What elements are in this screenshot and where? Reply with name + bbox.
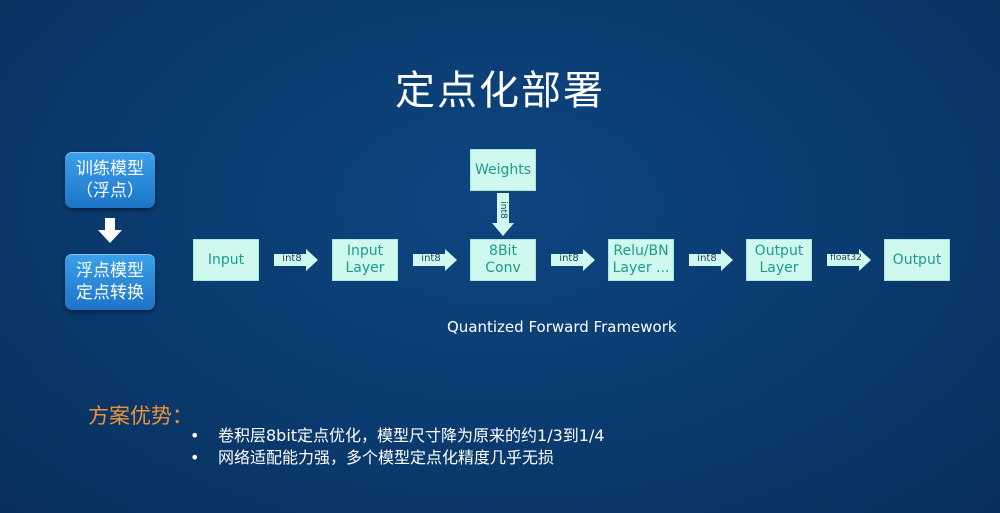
slide-title: 定点化部署 (395, 68, 605, 114)
edge-arrow-4 (689, 249, 733, 271)
input-node: Input (193, 239, 259, 281)
train-model-box: 训练模型 （浮点） (65, 152, 155, 208)
input-layer-node: Input Layer (332, 239, 398, 281)
conv-8bit-node: 8Bit Conv (470, 239, 536, 281)
edge-label-2: int8 (421, 253, 441, 264)
edge-arrow-5 (827, 249, 871, 271)
weights-edge-label: int8 (498, 201, 508, 219)
edge-label-5: float32 (830, 253, 862, 263)
advantage-item: •网络适配能力强，多个模型定点化精度几乎无损 (190, 448, 555, 467)
edge-label-4: int8 (697, 253, 717, 264)
edge-label-1: int8 (282, 253, 302, 264)
down-arrow-icon (98, 218, 122, 243)
convert-model-box: 浮点模型 定点转换 (65, 254, 155, 310)
advantages-title: 方案优势： (88, 404, 193, 428)
weights-node: Weights (470, 149, 536, 191)
output-layer-node: Output Layer (746, 239, 812, 281)
edge-label-3: int8 (559, 253, 579, 264)
diagram-caption: Quantized Forward Framework (447, 318, 677, 336)
bullet-icon: • (190, 448, 200, 467)
weights-edge-arrow (492, 193, 514, 236)
edge-arrow-1 (274, 249, 318, 271)
bullet-icon: • (190, 426, 200, 445)
advantage-item: •卷积层8bit定点优化，模型尺寸降为原来的约1/3到1/4 (190, 426, 605, 445)
relu-bn-layer-node: Relu/BN Layer ... (608, 239, 674, 281)
output-node: Output (884, 239, 950, 281)
advantages-list: •卷积层8bit定点优化，模型尺寸降为原来的约1/3到1/4 •网络适配能力强，… (190, 425, 605, 469)
edge-arrow-2 (413, 249, 457, 271)
edge-arrow-3 (551, 249, 595, 271)
